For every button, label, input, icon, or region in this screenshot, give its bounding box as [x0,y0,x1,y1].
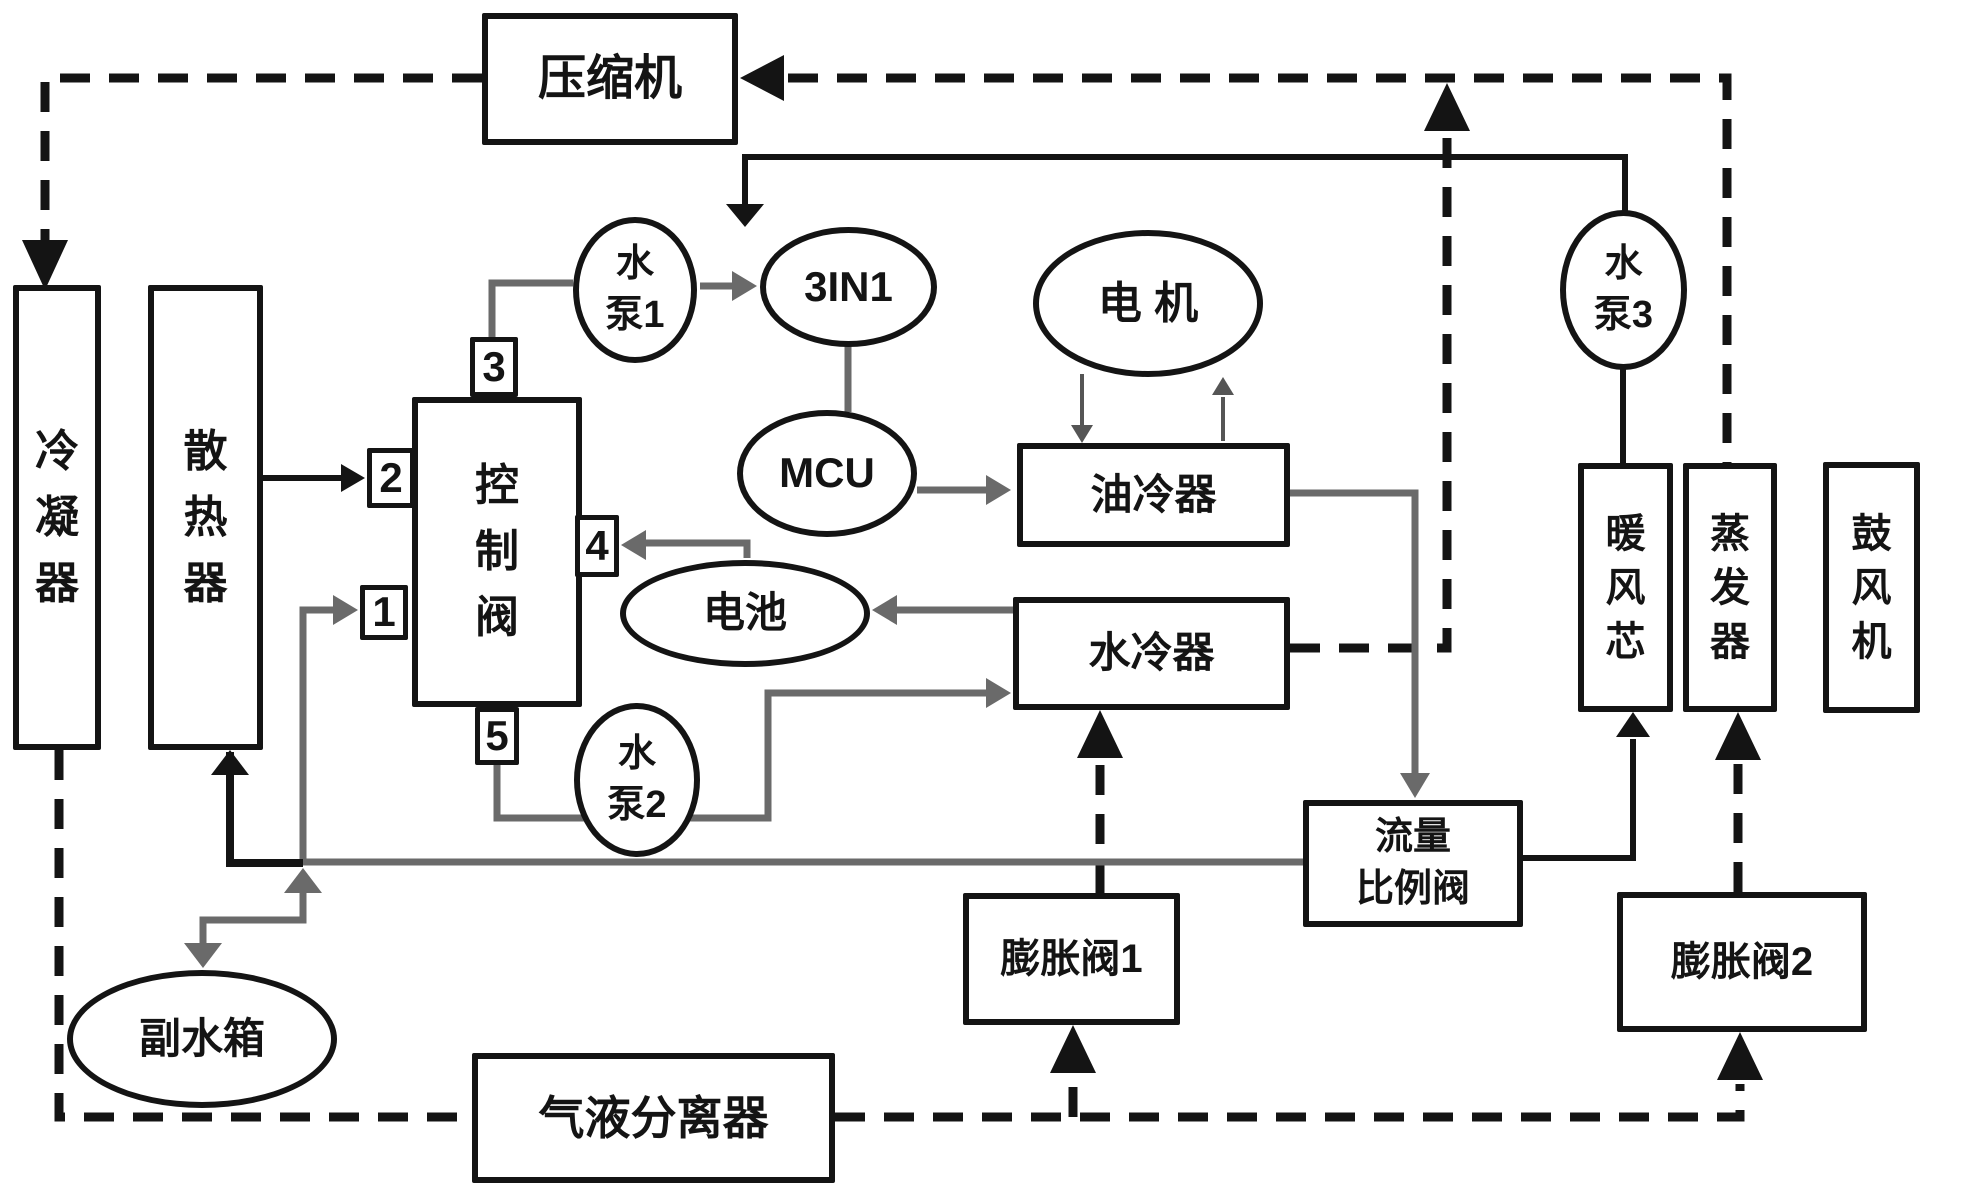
port3-label: 3 [482,342,506,390]
expansion-valve1-label: 膨胀阀1 [1000,937,1143,981]
port5-label: 5 [485,711,509,759]
mcu-node: MCU [737,410,917,537]
battery-node: 电池 [620,560,870,667]
oil-cooler-label: 油冷器 [1090,470,1217,518]
evaporator-node: 蒸 发 器 [1683,463,1777,712]
radiator-node: 散 热 器 [148,285,263,750]
pump1-label: 水 泵1 [605,242,665,336]
pump2-label: 水 泵2 [607,732,667,826]
water-cooler-label: 水冷器 [1088,629,1215,677]
control-valve-port-1: 1 [360,585,408,640]
motor-label: 电 机 [1097,278,1199,328]
radiator-label: 散 热 器 [183,426,228,608]
battery-label: 电池 [702,589,787,637]
refrigerant-dashed-lines [40,73,1745,1122]
control-valve-port-2: 2 [367,448,415,508]
gas-liquid-separator-label: 气液分离器 [538,1091,769,1144]
condenser-node: 冷 凝 器 [13,285,101,750]
gas-liquid-separator-node: 气液分离器 [472,1053,835,1183]
expansion-valve2-label: 膨胀阀2 [1670,940,1814,984]
coolant-gray-lines [199,279,1419,945]
control-valve-port-3: 3 [470,337,518,397]
small-thin-arrowheads [1071,377,1234,443]
compressor-label: 压缩机 [537,51,682,105]
aux-tank-node: 副水箱 [67,970,337,1108]
3in1-label: 3IN1 [804,262,893,310]
pump1-node: 水 泵1 [573,217,697,363]
3in1-node: 3IN1 [760,227,937,347]
pump3-node: 水 泵3 [1560,210,1687,370]
gray-arrowheads [184,271,1430,968]
aux-tank-label: 副水箱 [138,1014,265,1062]
black-solid-lines [226,154,1636,867]
black-bold-arrowheads [22,55,1763,1080]
control-valve-port-4: 4 [575,515,619,577]
control-valve-node: 控 制 阀 [412,397,582,707]
blower-label: 鼓 风 机 [1851,511,1892,664]
mcu-label: MCU [779,449,875,497]
compressor-node: 压缩机 [482,13,738,145]
flow-proportional-valve-node: 流量 比例阀 [1303,800,1523,927]
motor-oilcooler-lines [1080,374,1225,441]
expansion-valve2-node: 膨胀阀2 [1617,892,1867,1032]
pump3-label: 水 泵3 [1593,242,1654,336]
expansion-valve1-node: 膨胀阀1 [963,893,1180,1025]
condenser-label: 冷 凝 器 [35,426,79,608]
heater-core-node: 暖 风 芯 [1578,463,1673,712]
oil-cooler-node: 油冷器 [1017,443,1290,547]
water-cooler-node: 水冷器 [1013,597,1290,710]
port4-label: 4 [585,521,609,569]
control-valve-label: 控 制 阀 [475,461,519,642]
control-valve-port-5: 5 [475,707,519,765]
motor-node: 电 机 [1033,230,1263,377]
port1-label: 1 [372,588,396,636]
port2-label: 2 [379,453,403,501]
evaporator-label: 蒸 发 器 [1710,511,1750,664]
blower-node: 鼓 风 机 [1823,462,1920,713]
pump2-node: 水 泵2 [574,703,700,857]
flow-proportional-valve-label: 流量 比例阀 [1355,816,1470,910]
heater-core-label: 暖 风 芯 [1605,511,1646,664]
